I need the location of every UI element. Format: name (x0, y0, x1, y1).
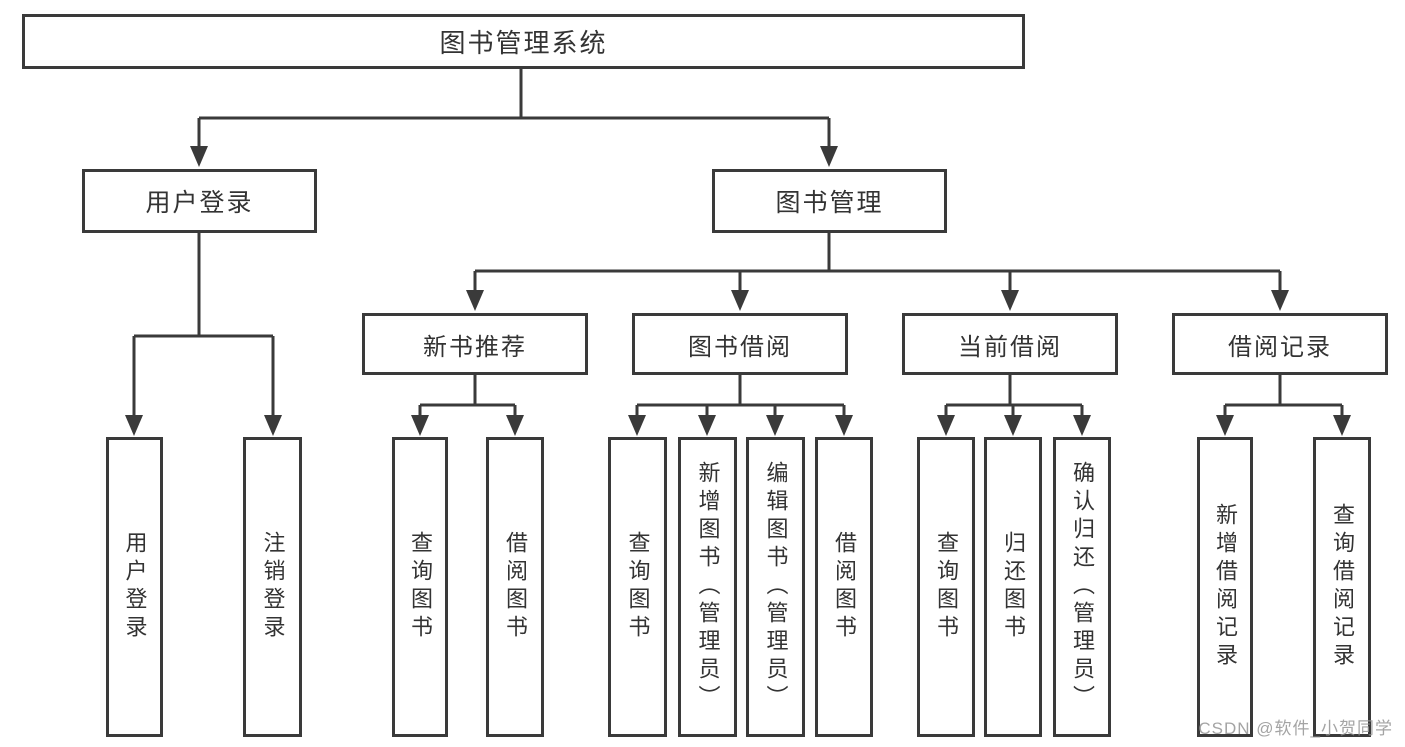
leaf-edit-books-admin-label: 编辑图书（管理员） (763, 461, 789, 713)
leaf-confirm-return-admin-label: 确认归还（管理员） (1070, 461, 1095, 713)
connector-borrowing-records-to-leaves (1223, 375, 1344, 416)
leaf-query-borrow-record: 查询借阅记录 (1313, 437, 1371, 737)
leaf-borrow-books: 借阅图书 (815, 437, 873, 737)
leaf-query-books-current-label: 查询图书 (934, 531, 959, 643)
leaf-add-borrow-record: 新增借阅记录 (1197, 437, 1253, 737)
leaf-user-login-label: 用户登录 (122, 531, 148, 643)
node-root: 图书管理系统 (22, 14, 1025, 69)
leaf-return-books: 归还图书 (984, 437, 1042, 737)
arrow-down-icon (766, 415, 784, 436)
arrow-down-icon (1216, 415, 1234, 436)
leaf-query-books-borrowing: 查询图书 (608, 437, 667, 737)
node-root-label: 图书管理系统 (439, 28, 608, 58)
leaf-query-books-borrowing-label: 查询图书 (625, 531, 651, 643)
leaf-add-books-admin: 新增图书（管理员） (678, 437, 737, 737)
arrow-down-icon (506, 415, 524, 436)
node-user-login-label: 用户登录 (145, 189, 254, 217)
node-user-login: 用户登录 (82, 169, 317, 233)
leaf-user-login: 用户登录 (106, 437, 163, 737)
node-new-book-recommendation: 新书推荐 (362, 313, 588, 375)
arrow-down-icon (1001, 290, 1019, 311)
node-current-borrowing: 当前借阅 (902, 313, 1118, 375)
leaf-query-books-recommend-label: 查询图书 (408, 531, 433, 643)
connector-root-to-level2 (197, 68, 831, 148)
arrow-down-icon (125, 415, 143, 436)
connector-book-borrowing-to-leaves (635, 375, 846, 416)
leaf-borrow-books-recommend-label: 借阅图书 (503, 531, 528, 643)
leaf-add-books-admin-label: 新增图书（管理员） (695, 461, 721, 713)
leaf-borrow-books-label: 借阅图书 (832, 531, 857, 643)
leaf-add-borrow-record-label: 新增借阅记录 (1213, 503, 1238, 671)
leaf-borrow-books-recommend: 借阅图书 (486, 437, 544, 737)
leaf-logout: 注销登录 (243, 437, 302, 737)
arrow-down-icon (835, 415, 853, 436)
arrow-down-icon (264, 415, 282, 436)
arrow-down-icon (1271, 290, 1289, 311)
arrow-down-icon (411, 415, 429, 436)
leaf-query-books-recommend: 查询图书 (392, 437, 448, 737)
arrow-down-icon (190, 146, 208, 167)
leaf-logout-label: 注销登录 (260, 531, 286, 643)
arrow-down-icon (1073, 415, 1091, 436)
arrow-down-icon (698, 415, 716, 436)
connector-book-management-to-level3 (473, 233, 1282, 291)
arrow-down-icon (820, 146, 838, 167)
leaf-return-books-label: 归还图书 (1001, 531, 1026, 643)
node-borrowing-records: 借阅记录 (1172, 313, 1388, 375)
connector-new-book-to-leaves (418, 375, 517, 416)
leaf-query-borrow-record-label: 查询借阅记录 (1330, 503, 1355, 671)
node-book-management: 图书管理 (712, 169, 947, 233)
connector-current-borrowing-to-leaves (944, 375, 1084, 416)
node-book-management-label: 图书管理 (775, 189, 884, 217)
csdn-watermark: CSDN @软件_小贺同学 (1198, 719, 1393, 738)
arrow-down-icon (937, 415, 955, 436)
leaf-query-books-current: 查询图书 (917, 437, 975, 737)
leaf-edit-books-admin: 编辑图书（管理员） (746, 437, 805, 737)
arrow-down-icon (466, 290, 484, 311)
arrow-down-icon (628, 415, 646, 436)
arrow-down-icon (1333, 415, 1351, 436)
node-current-borrowing-label: 当前借阅 (958, 333, 1062, 361)
arrow-down-icon (731, 290, 749, 311)
arrow-down-icon (1004, 415, 1022, 436)
connector-user-login-to-leaves (132, 233, 275, 416)
node-book-borrowing-label: 图书借阅 (688, 333, 792, 361)
node-new-book-recommendation-label: 新书推荐 (423, 333, 527, 361)
leaf-confirm-return-admin: 确认归还（管理员） (1053, 437, 1111, 737)
node-book-borrowing: 图书借阅 (632, 313, 848, 375)
node-borrowing-records-label: 借阅记录 (1228, 333, 1332, 361)
